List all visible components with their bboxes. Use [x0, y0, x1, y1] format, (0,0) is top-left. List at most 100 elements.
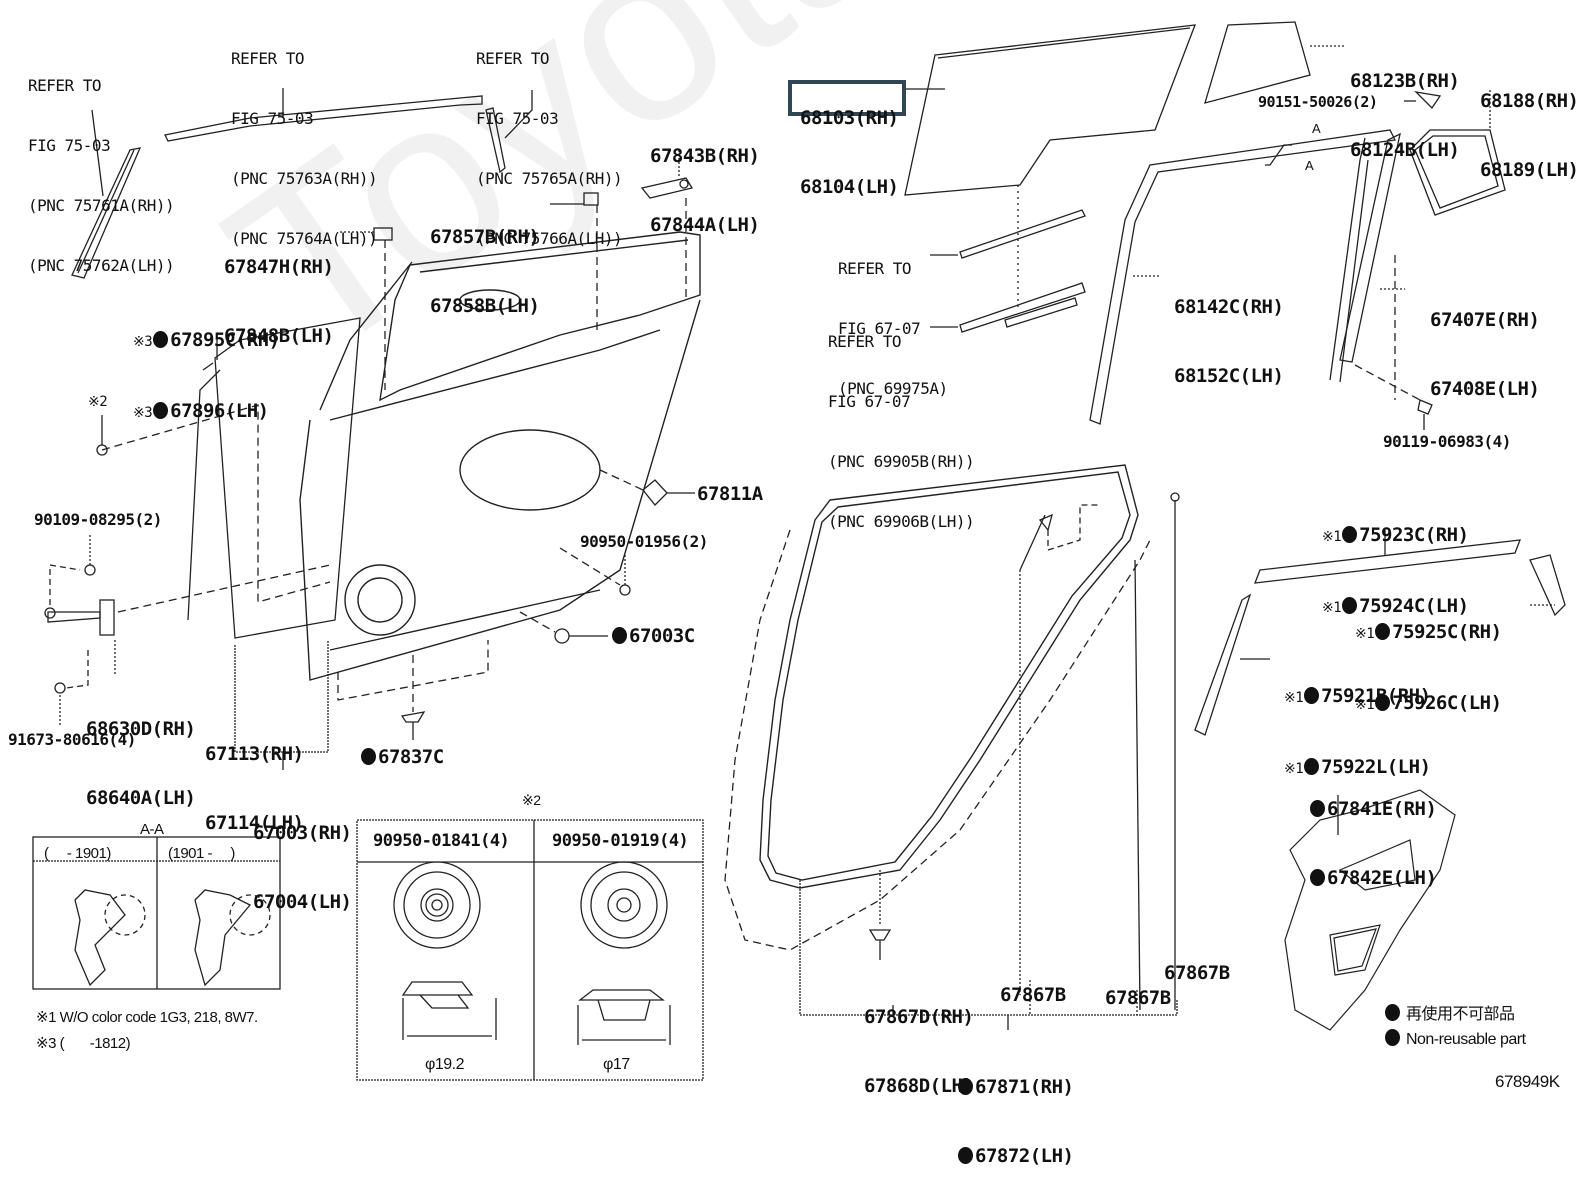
part-label-67003[interactable]: 67003(RH) 67004(LH): [253, 776, 352, 937]
footnote-1: ※1 W/O color code 1G3, 218, 8W7.: [36, 1009, 258, 1026]
part-label-67857[interactable]: 67857B(RH) 67858B(LH): [430, 180, 540, 341]
nonreusable-dot-icon: [1385, 1004, 1400, 1021]
roof-molding: [164, 95, 483, 142]
section-aa-title: A-A: [140, 821, 164, 838]
part-number: 67857B(RH): [430, 226, 540, 248]
part-label-67847[interactable]: 67847H(RH) 67848B(LH): [224, 210, 334, 371]
part-number: 67848B(LH): [224, 325, 334, 347]
legend-item-jp: 再使用不可部品: [1385, 1003, 1515, 1026]
part-number: 68640A(LH): [86, 787, 196, 809]
part-label-67871[interactable]: 67871(RH) 67872(LH): [958, 1030, 1074, 1191]
nonreusable-dot-icon: [361, 748, 376, 765]
part-label-68630[interactable]: 68630D(RH) 68640A(LH): [86, 672, 196, 833]
part-label-67867b-2[interactable]: 67867B: [1105, 987, 1171, 1009]
footnote-3: ※3 ( -1812): [36, 1035, 131, 1052]
part-label-68123[interactable]: 68123B(RH) 68124B(LH): [1350, 24, 1460, 185]
part-number: 67407E(RH): [1430, 309, 1540, 331]
part-number: 67837C: [378, 746, 444, 768]
nonreusable-dot-icon: [153, 331, 169, 348]
part-label-67841[interactable]: 67841E(RH) 67842E(LH): [1310, 752, 1437, 913]
part-label-67003c[interactable]: 67003C: [612, 625, 695, 648]
part-label-67867b-1[interactable]: 67867B: [1000, 984, 1066, 1006]
part-number: 68103(RH): [800, 107, 899, 129]
fastener-part-2[interactable]: 90950-01919(4): [552, 831, 689, 851]
ref-fig-75-03-c[interactable]: REFER TO FIG 75-03 (PNC 75765A(RH)) (PNC…: [476, 9, 623, 269]
ref-fig-75-03-b[interactable]: REFER TO FIG 75-03 (PNC 75763A(RH)) (PNC…: [231, 9, 378, 269]
part-label-68142[interactable]: 68142C(RH) 68152C(LH): [1174, 250, 1284, 411]
quarter-weatherstrip: [1409, 129, 1506, 216]
part-number: 67858B(LH): [430, 295, 540, 317]
beltline-inner: [959, 209, 1086, 259]
part-label-67867d[interactable]: 67867D(RH) 67868D(LH): [864, 960, 974, 1121]
section-marker-a-top: A: [1312, 121, 1321, 136]
part-label-67867b-3[interactable]: 67867B: [1164, 962, 1230, 984]
part-number: 67847H(RH): [224, 256, 334, 278]
nonreusable-dot-icon: [153, 402, 169, 419]
note-mark: ※3: [133, 334, 153, 350]
part-number: 67868D(LH): [864, 1075, 974, 1097]
nonreusable-dot-icon: [1385, 1029, 1400, 1046]
part-label-90109[interactable]: 90109-08295(2): [34, 510, 162, 529]
part-number: 75926C(LH): [1392, 692, 1502, 714]
ref-fig-67-07-b[interactable]: REFER TO FIG 67-07 (PNC 69905B(RH)) (PNC…: [828, 292, 975, 552]
part-label-68103[interactable]: 68103(RH) 68104(LH): [800, 61, 899, 222]
leader-line: [91, 109, 104, 197]
nonreusable-dot-icon: [1304, 687, 1320, 704]
part-number: 67867D(RH): [864, 1006, 974, 1028]
part-label-68188[interactable]: 68188(RH) 68189(LH): [1480, 44, 1579, 205]
pillar-moulding: [1194, 593, 1252, 736]
part-label-67837[interactable]: 67837C: [361, 746, 444, 769]
part-number: 68189(LH): [1480, 159, 1579, 181]
part-number: 67842E(LH): [1327, 867, 1437, 889]
part-label-90950-01956[interactable]: 90950-01956(2): [580, 532, 708, 551]
part-number: 68142C(RH): [1174, 296, 1284, 318]
part-label-90119[interactable]: 90119-06983(4): [1383, 432, 1511, 451]
legend-text: 再使用不可部品: [1405, 1006, 1515, 1023]
ref-fig-67-07-a[interactable]: REFER TO FIG 67-07 (PNC 69975A): [838, 219, 948, 419]
part-label-90151[interactable]: 90151-50026(2): [1258, 93, 1378, 111]
part-number: 68152C(LH): [1174, 365, 1284, 387]
ref-line: FIG 75-03: [231, 109, 314, 128]
part-label-67811[interactable]: 67811A: [697, 483, 763, 505]
nonreusable-dot-icon: [1310, 869, 1325, 886]
part-number-highlighted[interactable]: 68104(LH): [800, 176, 899, 198]
part-number: 75925C(RH): [1392, 621, 1502, 643]
part-label-67843[interactable]: 67843B(RH) 67844A(LH): [650, 99, 760, 260]
fastener-diameter-1: φ19.2: [425, 1056, 465, 1073]
ref-line: REFER TO: [231, 49, 305, 68]
part-number: 75924C(LH): [1359, 595, 1469, 617]
clip-67857: [583, 192, 599, 206]
end-cap: [1529, 554, 1566, 617]
part-row: 67871(RH): [958, 1076, 1074, 1099]
fastener-part-1[interactable]: 90950-01841(4): [373, 831, 510, 851]
part-label-67113[interactable]: 67113(RH) 67114(LH): [205, 697, 304, 858]
part-number: 67113(RH): [205, 743, 304, 765]
section-aa-col-2: (1901 - ): [168, 845, 235, 862]
part-label-67407[interactable]: 67407E(RH) 67408E(LH): [1430, 263, 1540, 424]
ref-fig-75-03-a[interactable]: REFER TO FIG 75-03 (PNC 75761A(RH)) (PNC…: [28, 36, 175, 296]
beltline-outer: [959, 282, 1086, 333]
note-mark: ※1: [1284, 690, 1304, 706]
part-number: 67003(RH): [253, 822, 352, 844]
ref-line: FIG 67-07: [828, 392, 911, 411]
service-hole-cover: [1284, 789, 1456, 1031]
legend-item-en: Non-reusable part: [1385, 1028, 1526, 1051]
part-number: 67843B(RH): [650, 145, 760, 167]
note-mark: ※3: [133, 405, 153, 421]
part-label-91673[interactable]: 91673-80616(4): [8, 730, 136, 749]
ref-line: (PNC 69975A): [838, 379, 948, 398]
part-number: 67004(LH): [253, 891, 352, 913]
glass-run-channel: [1089, 129, 1396, 425]
ref-line: (PNC 69906B(LH)): [828, 512, 975, 531]
nonreusable-dot-icon: [1310, 800, 1325, 817]
